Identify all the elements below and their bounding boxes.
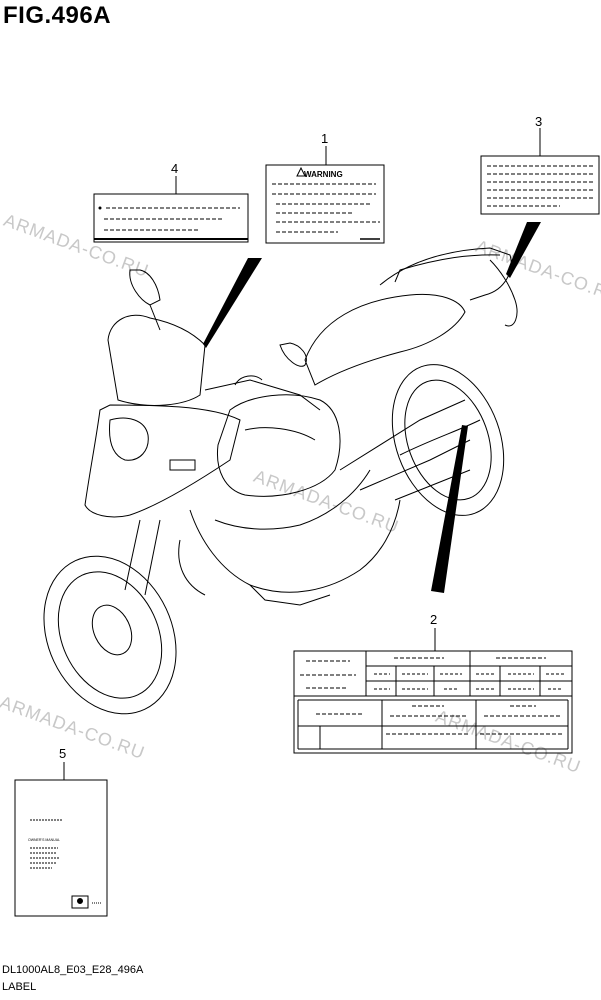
leader-wedge-4 [203,258,262,348]
label-3 [480,155,600,215]
figure-title: FIG.496A [3,2,112,29]
label-1 [265,164,385,244]
warning-heading: WARNING [304,170,343,179]
leader-wedge-2 [431,425,468,593]
label-2 [293,650,573,754]
callout-5: 5 [59,746,67,761]
diagram-code: DL1000AL8_E03_E28_496A [2,964,144,976]
manual-heading: OWNER'S MANUAL [28,838,60,842]
callout-3: 3 [535,114,543,129]
manual-logo [71,895,89,909]
motorcycle-illustration [43,247,518,715]
callout-2: 2 [430,612,438,627]
label-4 [93,193,249,243]
callout-1: 1 [321,131,329,146]
diagram-caption: LABEL [2,981,37,993]
label-5 [14,779,108,917]
callout-4: 4 [171,161,179,176]
leader-wedge-3 [506,222,541,278]
